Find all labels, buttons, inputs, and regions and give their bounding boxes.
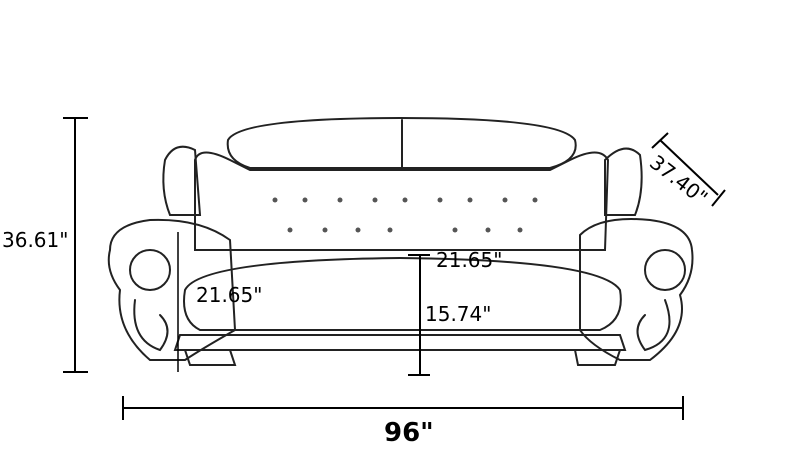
depth-dimension-line (651, 132, 726, 207)
seat-dimension-line (408, 254, 430, 376)
width-dimension-line (122, 396, 684, 420)
right-arm (579, 218, 694, 361)
seat-height-label: 15.74" (425, 302, 492, 326)
tufting-buttons (272, 197, 538, 233)
left-arm (107, 218, 237, 361)
seat-cushion (183, 256, 622, 331)
right-back-scroll (604, 147, 643, 216)
left-back-scroll (162, 145, 202, 216)
seat-depth-label: 21.65" (436, 248, 503, 272)
height-dimension-line (63, 117, 88, 373)
top-back-cushion (226, 116, 577, 169)
width-label: 96" (384, 418, 434, 448)
left-foot (183, 349, 237, 366)
base-rail (173, 334, 627, 351)
right-foot (573, 349, 622, 366)
arm-height-label: 21.65" (196, 283, 263, 307)
height-label: 36.61" (2, 228, 69, 252)
